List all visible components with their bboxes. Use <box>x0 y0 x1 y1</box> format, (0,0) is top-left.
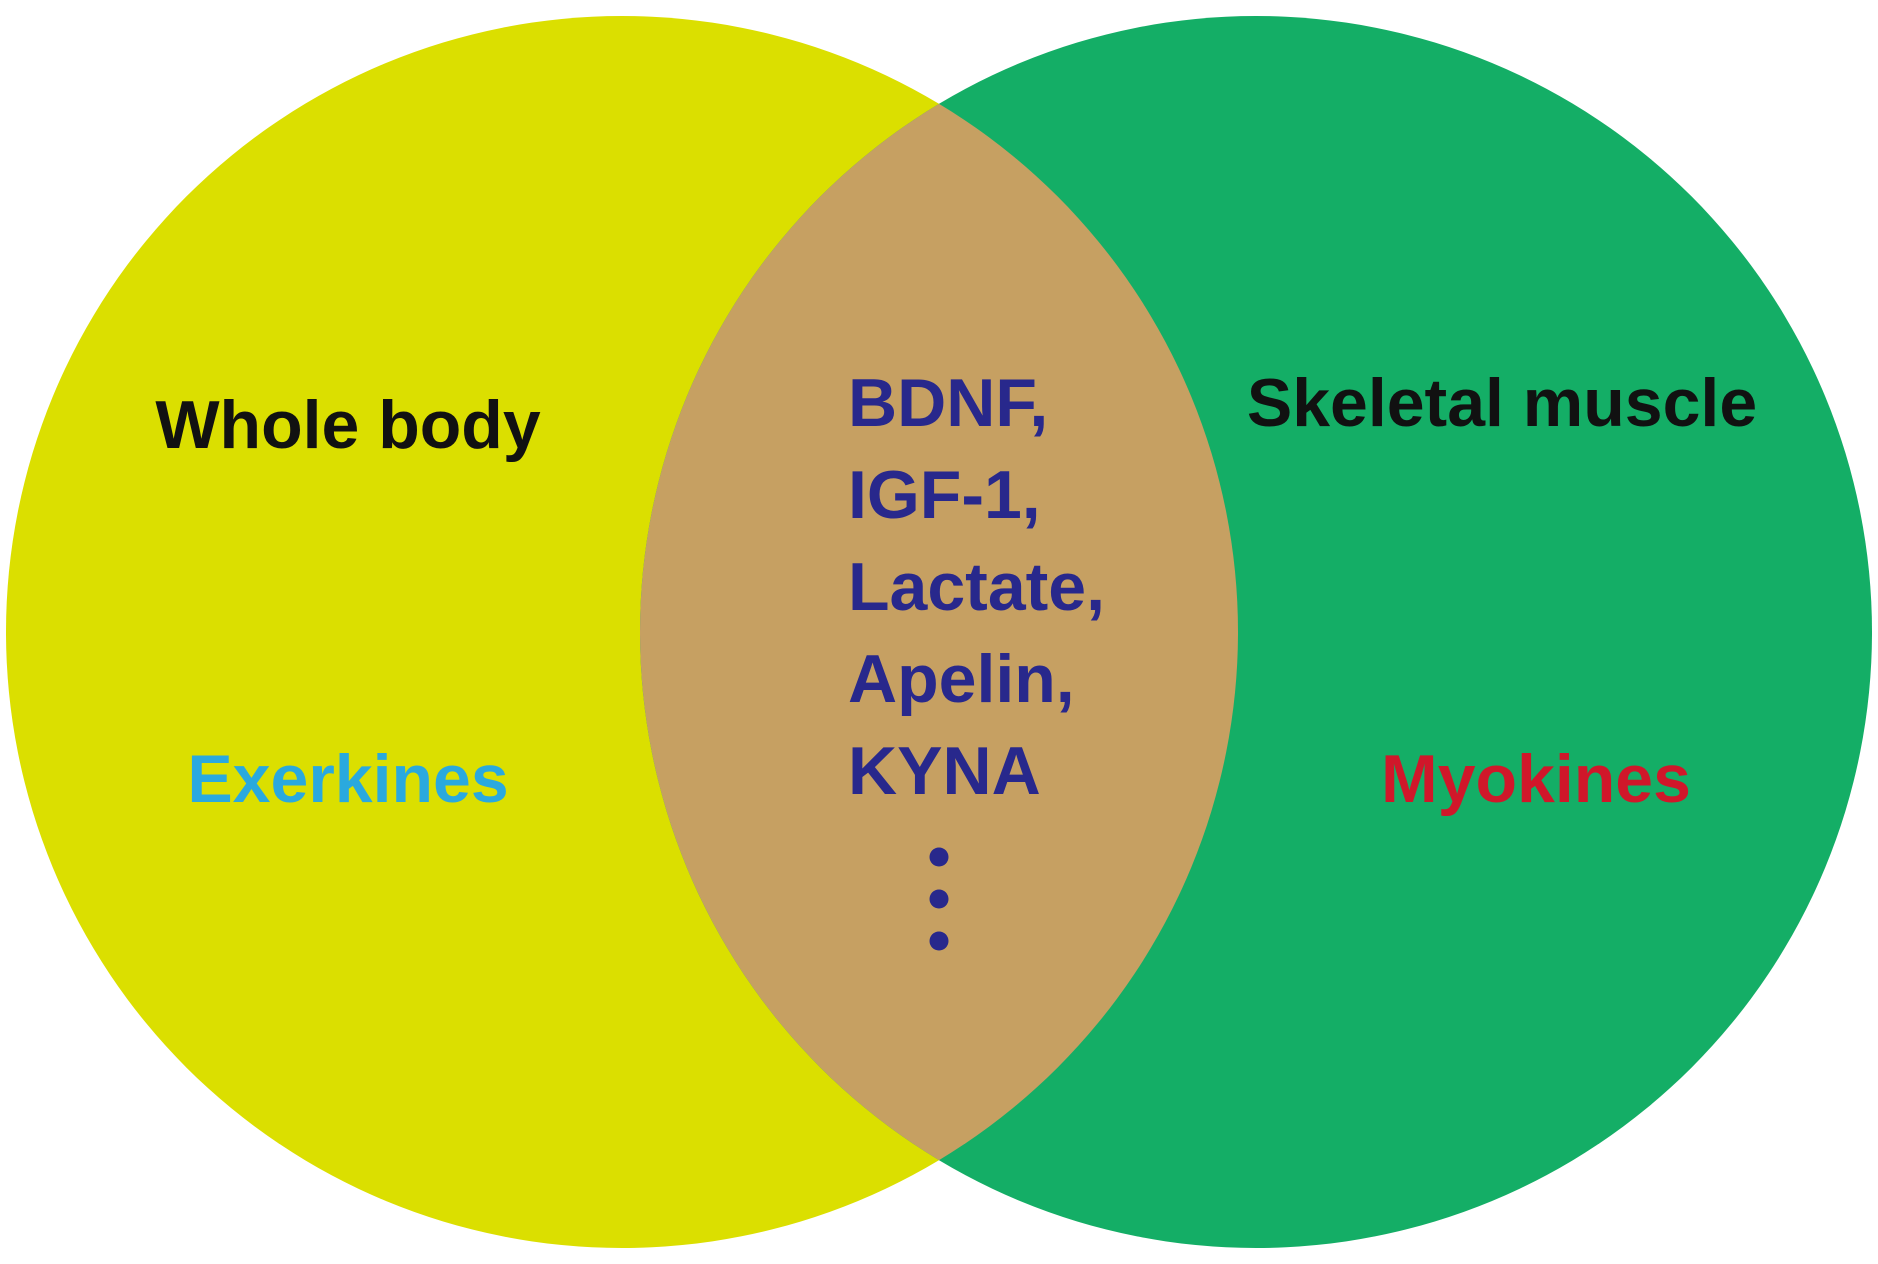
vertical-ellipsis-icon <box>929 847 949 951</box>
left-set-category: Exerkines <box>187 741 508 817</box>
right-set-heading: Skeletal muscle <box>1247 365 1757 441</box>
overlap-item: Lactate, <box>848 549 1105 625</box>
left-set-heading: Whole body <box>155 387 540 463</box>
right-set-category: Myokines <box>1381 741 1691 817</box>
overlap-item: BDNF, <box>848 365 1048 441</box>
overlap-item: KYNA <box>848 733 1041 809</box>
overlap-item: Apelin, <box>848 641 1075 717</box>
overlap-item: IGF-1, <box>848 457 1041 533</box>
